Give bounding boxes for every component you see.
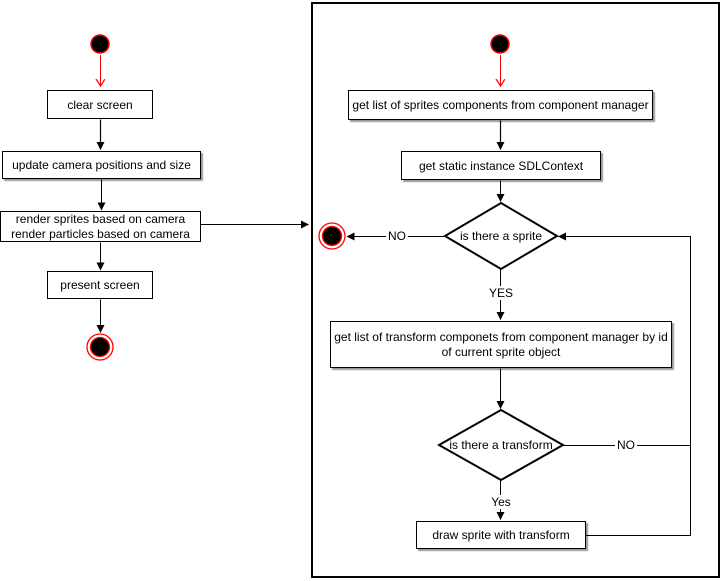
decision-sprite-label: is there a sprite bbox=[459, 229, 543, 243]
edge-label-no-transform: NO bbox=[615, 438, 637, 452]
node-get-context: get static instance SDLContext bbox=[401, 151, 601, 180]
edge-label-no-sprite: NO bbox=[386, 229, 408, 243]
node-draw-sprite-label: draw sprite with transform bbox=[432, 528, 570, 542]
edge-label-yes-sprite: YES bbox=[486, 286, 516, 300]
final-node-right bbox=[318, 222, 346, 250]
node-get-sprites-label: get list of sprites components from comp… bbox=[352, 98, 649, 112]
node-draw-sprite: draw sprite with transform bbox=[416, 521, 586, 549]
decision-transform-label: is there a transform bbox=[449, 438, 553, 452]
node-clear-screen-label: clear screen bbox=[67, 97, 133, 112]
initial-node-right bbox=[490, 34, 510, 54]
node-render-line1: render sprites based on camera bbox=[15, 211, 186, 226]
initial-node-left bbox=[90, 34, 110, 54]
decision-sprite-diamond bbox=[443, 201, 559, 271]
node-render-line2: render particles based on camera bbox=[11, 226, 190, 241]
decision-transform-diamond bbox=[436, 408, 566, 482]
node-update-camera-label: update camera positions and size bbox=[12, 158, 191, 172]
node-render: render sprites based on camera render pa… bbox=[0, 211, 201, 242]
node-get-context-label: get static instance SDLContext bbox=[418, 158, 584, 173]
edge-loop-back-to-decision-sprite bbox=[558, 232, 691, 536]
right-flow-container bbox=[311, 2, 720, 578]
node-get-transforms: get list of transform componets from com… bbox=[330, 321, 672, 368]
node-get-sprites: get list of sprites components from comp… bbox=[348, 90, 653, 120]
edge-label-yes-transform: Yes bbox=[489, 495, 513, 509]
node-update-camera: update camera positions and size bbox=[2, 151, 201, 179]
node-clear-screen: clear screen bbox=[47, 90, 153, 119]
node-present-screen: present screen bbox=[47, 271, 153, 299]
node-present-screen-label: present screen bbox=[60, 278, 140, 292]
final-node-left bbox=[86, 333, 114, 361]
node-get-transforms-label: get list of transform componets from com… bbox=[334, 329, 668, 359]
